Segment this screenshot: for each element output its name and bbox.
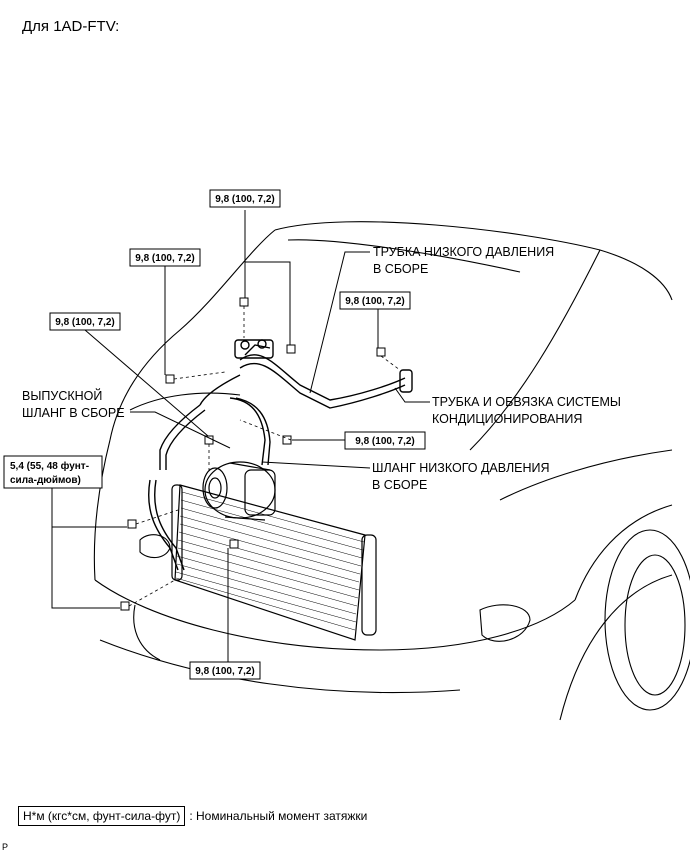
torque-label-right-upper: 9,8 (100, 7,2): [339, 291, 411, 310]
svg-text:сила-дюймов): сила-дюймов): [10, 475, 81, 486]
torque-label-top: 9,8 (100, 7,2): [209, 189, 281, 208]
leader-lines: [51, 210, 430, 662]
compressor: [202, 461, 276, 521]
refrigerant-pipes: [148, 339, 413, 571]
page-heading: Для 1AD-FTV:: [22, 18, 120, 35]
svg-text:ВЫПУСКНОЙ: ВЫПУСКНОЙ: [22, 388, 102, 403]
callout-discharge-hose: ВЫПУСКНОЙ ШЛАНГ В СБОРЕ: [22, 388, 125, 420]
svg-text:В СБОРЕ: В СБОРЕ: [373, 262, 428, 276]
bolt-left-bottom: [120, 601, 130, 611]
bolt-bottom: [229, 539, 239, 549]
svg-text:9,8 (100, 7,2): 9,8 (100, 7,2): [135, 253, 194, 264]
bolts: [120, 297, 386, 611]
svg-text:ТРУБКА И ОБВЯЗКА СИСТЕМЫ: ТРУБКА И ОБВЯЗКА СИСТЕМЫ: [432, 395, 621, 409]
condenser: [171, 484, 377, 641]
bolt-upper-mid: [286, 344, 296, 354]
callout-low-pressure-tube: ТРУБКА НИЗКОГО ДАВЛЕНИЯ В СБОРЕ: [373, 245, 554, 276]
torque-label-left-mid: 9,8 (100, 7,2): [49, 312, 121, 331]
svg-text:ШЛАНГ НИЗКОГО ДАВЛЕНИЯ: ШЛАНГ НИЗКОГО ДАВЛЕНИЯ: [372, 461, 550, 475]
svg-text:9,8 (100, 7,2): 9,8 (100, 7,2): [355, 436, 414, 447]
bolt-right-upper: [376, 347, 386, 357]
svg-text:9,8 (100, 7,2): 9,8 (100, 7,2): [55, 317, 114, 328]
callout-low-pressure-hose: ШЛАНГ НИЗКОГО ДАВЛЕНИЯ В СБОРЕ: [372, 461, 550, 492]
svg-text:5,4 (55, 48 фунт-: 5,4 (55, 48 фунт-: [10, 460, 89, 472]
legend: Н*м (кгс*см, фунт-сила-фут) : Номинальны…: [18, 806, 367, 826]
svg-text:КОНДИЦИОНИРОВАНИЯ: КОНДИЦИОНИРОВАНИЯ: [432, 412, 582, 426]
legend-unit-box: Н*м (кгс*см, фунт-сила-фут): [18, 806, 186, 826]
svg-text:9,8 (100, 7,2): 9,8 (100, 7,2): [195, 666, 254, 677]
corner-mark: P: [2, 842, 9, 852]
legend-description: : Номинальный момент затяжки: [189, 809, 368, 823]
torque-label-middle-right: 9,8 (100, 7,2): [344, 431, 426, 450]
svg-text:ШЛАНГ В СБОРЕ: ШЛАНГ В СБОРЕ: [22, 406, 125, 420]
svg-text:В СБОРЕ: В СБОРЕ: [372, 478, 427, 492]
torque-label-left-upper: 9,8 (100, 7,2): [129, 248, 201, 267]
torque-label-bottom: 9,8 (100, 7,2): [189, 661, 261, 680]
bolt-left-mid: [204, 435, 214, 445]
dashed-guides: [128, 306, 401, 607]
bolt-left-low: [127, 519, 137, 529]
svg-text:ТРУБКА НИЗКОГО ДАВЛЕНИЯ: ТРУБКА НИЗКОГО ДАВЛЕНИЯ: [373, 245, 554, 259]
svg-text:9,8 (100, 7,2): 9,8 (100, 7,2): [345, 296, 404, 307]
callout-ac-tube: ТРУБКА И ОБВЯЗКА СИСТЕМЫ КОНДИЦИОНИРОВАН…: [432, 395, 621, 426]
torque-label-left-low: 5,4 (55, 48 фунт- сила-дюймов): [3, 455, 103, 489]
svg-text:9,8 (100, 7,2): 9,8 (100, 7,2): [215, 194, 274, 205]
bolt-top: [239, 297, 249, 307]
vehicle-body-outline: [93, 221, 690, 721]
bolt-left-upper: [165, 374, 175, 384]
